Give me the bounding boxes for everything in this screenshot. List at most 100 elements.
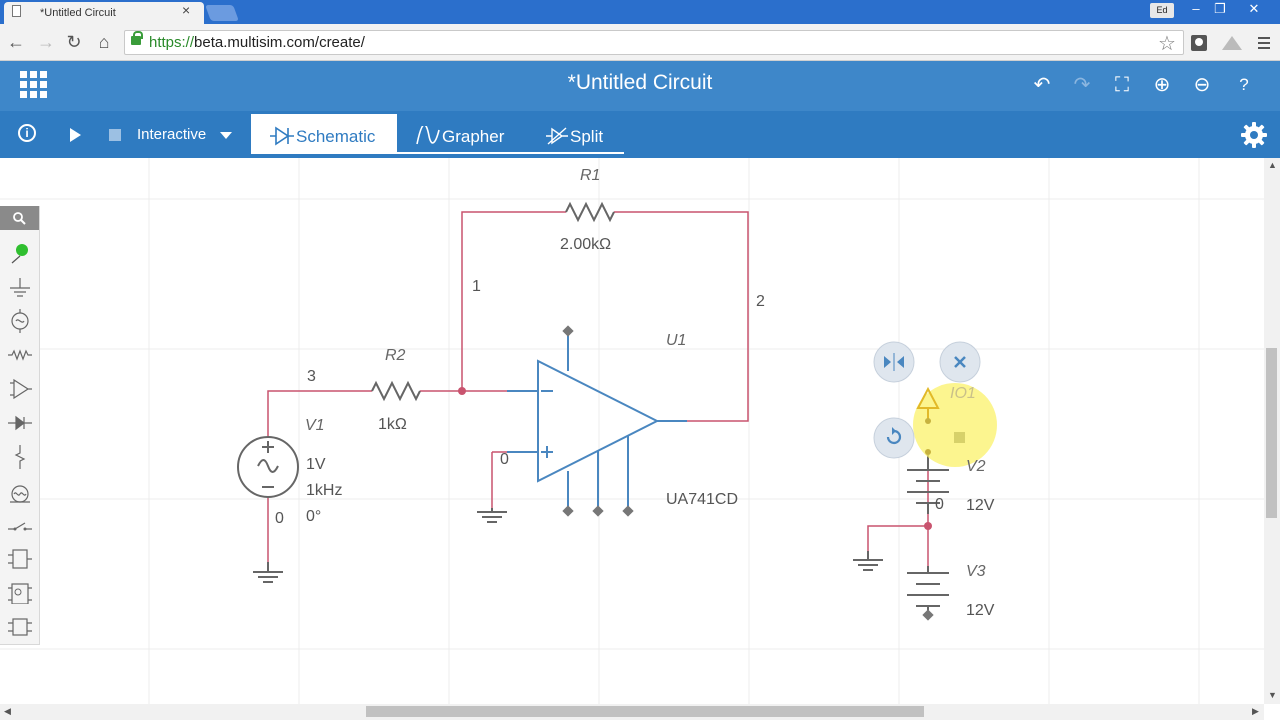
u1-part-label[interactable]: UA741CD	[666, 491, 739, 508]
v3-value-label[interactable]: 12V	[966, 602, 995, 619]
toolbar	[0, 111, 1280, 158]
transistor-icon[interactable]	[6, 445, 34, 469]
net-label-0[interactable]: 0	[500, 451, 509, 468]
back-icon[interactable]: ←	[7, 32, 25, 52]
schematic-canvas[interactable]	[0, 158, 1264, 704]
ground-symbols	[253, 508, 883, 583]
junction-dot	[458, 387, 466, 395]
home-icon[interactable]: ⌂	[98, 32, 110, 52]
probe-icon[interactable]	[6, 240, 34, 264]
v3-battery-symbol	[907, 566, 949, 613]
forward-icon[interactable]: →	[37, 32, 55, 52]
minimize-icon[interactable]: –	[1192, 1, 1200, 16]
flip-horizontal-button[interactable]	[872, 341, 916, 385]
switch-icon[interactable]	[6, 515, 34, 539]
tab-underline	[251, 152, 624, 154]
source-icon[interactable]	[6, 309, 34, 333]
restore-icon[interactable]: ❐	[1214, 1, 1226, 16]
delete-button[interactable]	[938, 341, 982, 385]
net-label-2[interactable]: 2	[756, 293, 765, 310]
net-label-0[interactable]: 0	[275, 510, 284, 527]
grapher-icon[interactable]	[416, 126, 440, 146]
r2-value-label[interactable]: 1kΩ	[378, 416, 407, 433]
v2-name-label[interactable]: V2	[966, 458, 986, 475]
lock-icon	[131, 36, 141, 45]
digital-icon[interactable]	[6, 547, 34, 571]
apps-grid-icon[interactable]	[20, 71, 48, 99]
r2-resistor-symbol	[371, 380, 421, 402]
v1-amplitude-label[interactable]: 1V	[306, 456, 326, 473]
tab-grapher-label[interactable]: Grapher	[442, 127, 505, 146]
split-icon[interactable]	[544, 126, 570, 146]
v2-battery-symbol	[907, 455, 949, 514]
url-text: https://beta.multisim.com/create/	[149, 34, 365, 51]
zoom-out-icon[interactable]: ⊖	[1193, 74, 1211, 96]
opamp-icon[interactable]	[6, 377, 34, 401]
help-icon[interactable]: ?	[1239, 75, 1249, 94]
ground-icon[interactable]	[6, 276, 34, 300]
circuit-title[interactable]: *Untitled Circuit	[567, 71, 713, 94]
url-input[interactable]	[124, 30, 1184, 55]
meter-icon[interactable]	[6, 482, 34, 506]
u1-opamp-symbol	[507, 331, 687, 511]
reload-icon[interactable]: ↻	[66, 32, 82, 52]
palette-search-button[interactable]	[0, 206, 39, 230]
resistor-icon[interactable]	[6, 343, 34, 367]
net-label-3[interactable]: 3	[307, 368, 316, 385]
page-icon	[12, 5, 21, 17]
browser-tab[interactable]: *Untitled Circuit	[4, 2, 204, 24]
connector-icon[interactable]	[6, 615, 34, 639]
v1-name-label[interactable]: V1	[305, 417, 325, 434]
net-label-0[interactable]: 0	[935, 496, 944, 513]
wire-net-1	[461, 211, 566, 391]
tab-schematic-label: Schematic	[296, 127, 376, 146]
junction-dot	[924, 522, 932, 530]
search-icon[interactable]	[12, 211, 26, 225]
extension-icon-2	[1222, 36, 1242, 50]
fullscreen-icon[interactable]: ⛶	[1115, 74, 1129, 96]
wire-gnd-ninv	[491, 451, 507, 508]
lock-shackle	[133, 31, 143, 39]
scroll-right-icon[interactable]: ▶	[1252, 706, 1259, 716]
user-badge[interactable]: Ed	[1150, 3, 1174, 18]
v2-value-label[interactable]: 12V	[966, 497, 995, 514]
wire-batt-gnd	[867, 463, 929, 551]
zoom-in-icon[interactable]: ⊕	[1153, 74, 1171, 96]
gear-icon[interactable]	[1240, 121, 1268, 149]
bookmark-star-icon[interactable]: ☆	[1158, 33, 1176, 55]
scroll-down-icon[interactable]: ▼	[1268, 690, 1277, 700]
u1-name-label[interactable]: U1	[666, 332, 687, 349]
extension-icons[interactable]	[1188, 32, 1272, 54]
chevron-down-icon[interactable]	[220, 132, 232, 139]
net-label-1[interactable]: 1	[472, 278, 481, 295]
wire-net-3	[267, 390, 372, 437]
tab-close-icon[interactable]: ×	[182, 2, 191, 18]
canvas-grid	[0, 158, 1264, 704]
diode-icon[interactable]	[6, 411, 34, 435]
rotate-button[interactable]	[872, 417, 916, 461]
cursor-highlight	[913, 383, 997, 467]
io1-name-label[interactable]: IO1	[950, 385, 976, 402]
redo-icon[interactable]: ↷	[1073, 74, 1091, 96]
tab-split-label[interactable]: Split	[570, 127, 604, 146]
stop-simulation-icon[interactable]	[109, 129, 121, 141]
run-simulation-icon[interactable]	[70, 128, 81, 142]
close-window-icon[interactable]: ✕	[1248, 1, 1260, 16]
v1-phase-label[interactable]: 0°	[306, 508, 322, 525]
scroll-up-icon[interactable]: ▲	[1268, 160, 1277, 170]
scroll-left-icon[interactable]: ◀	[4, 706, 11, 716]
info-icon[interactable]: i	[18, 124, 36, 142]
v3-name-label[interactable]: V3	[966, 563, 986, 580]
tab-title: *Untitled Circuit	[40, 7, 116, 19]
app-header	[0, 61, 1280, 111]
mode-select[interactable]: Interactive	[137, 126, 207, 143]
v3-pin	[922, 609, 934, 621]
r2-name-label[interactable]: R2	[385, 347, 406, 364]
r1-value-label[interactable]: 2.00kΩ	[560, 236, 612, 253]
v1-frequency-label[interactable]: 1kHz	[306, 482, 343, 499]
r1-name-label[interactable]: R1	[580, 167, 601, 184]
ic-icon[interactable]	[6, 580, 34, 604]
vertical-scroll-thumb[interactable]	[1266, 348, 1277, 518]
horizontal-scroll-thumb[interactable]	[366, 706, 924, 717]
undo-icon[interactable]: ↶	[1033, 74, 1051, 96]
